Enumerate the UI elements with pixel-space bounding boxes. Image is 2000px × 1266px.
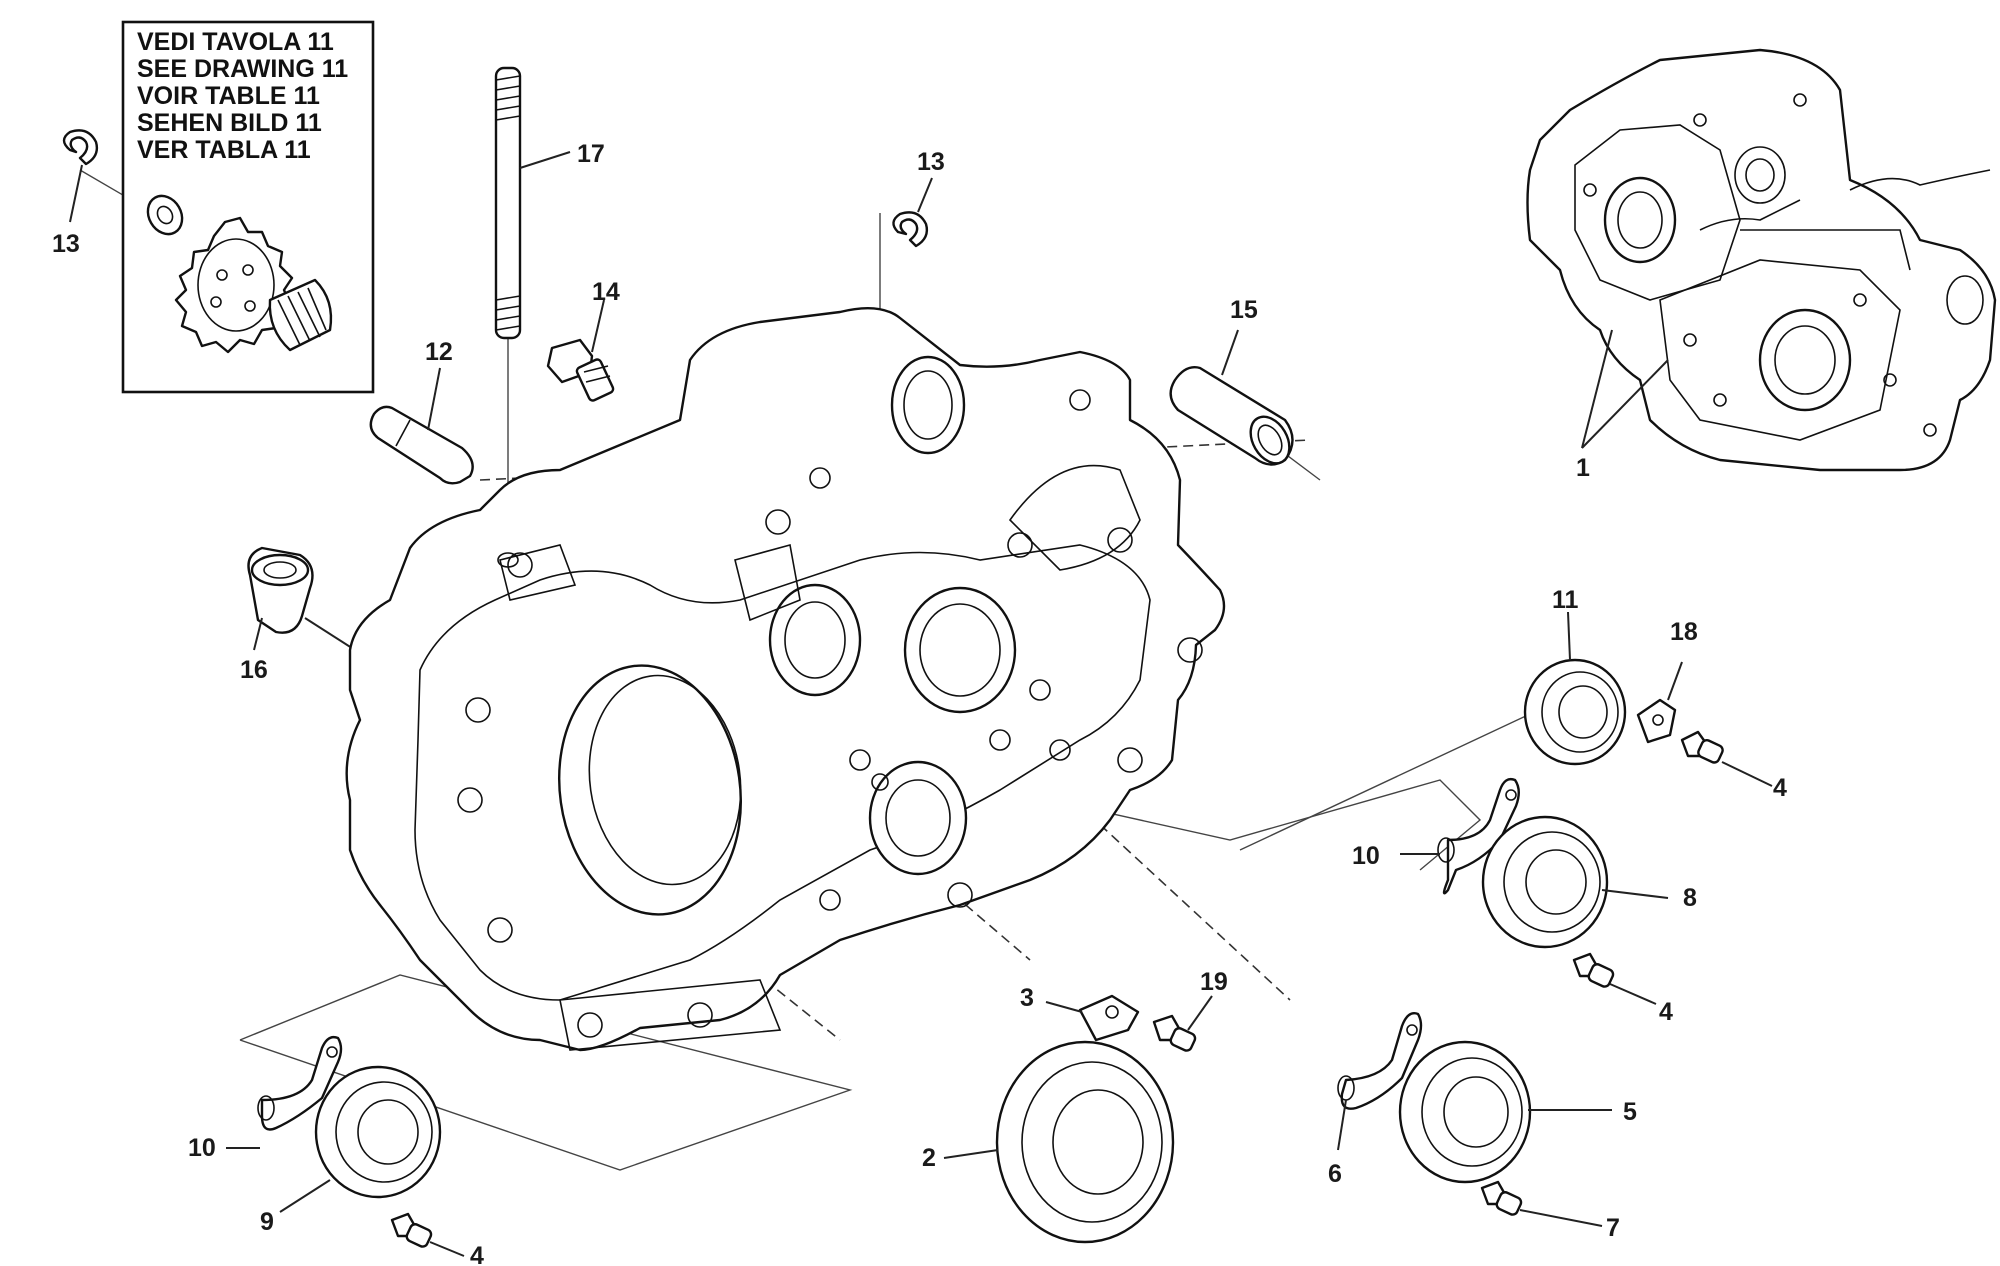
stud-bolt [494, 66, 522, 340]
temperature-sensor [546, 338, 615, 402]
sprocket-gear [174, 216, 294, 354]
callout-19: 19 [1200, 968, 1228, 996]
callout-10-left: 10 [188, 1134, 216, 1162]
lock-bracket-3 [1078, 994, 1140, 1042]
bushing-15 [1169, 366, 1294, 466]
callout-7: 7 [1606, 1214, 1620, 1242]
callout-12: 12 [425, 338, 453, 366]
crankcase-assembly-view [1526, 48, 1997, 472]
callout-4-right-top: 4 [1773, 774, 1787, 802]
bearing-8 [1481, 815, 1609, 949]
retainer-plate-10-right [1437, 777, 1520, 895]
callout-4-bottom-left: 4 [470, 1242, 484, 1266]
circlip-center [892, 211, 929, 248]
note-line-3: VOIR TABLE 11 [137, 82, 320, 110]
screw-7 [1480, 1180, 1523, 1216]
bearing-11 [1523, 658, 1627, 766]
circlip-left [62, 129, 99, 166]
callout-4-right-mid: 4 [1659, 998, 1673, 1026]
callout-3: 3 [1020, 984, 1034, 1012]
note-line-5: VER TABLA 11 [137, 136, 311, 164]
needle-bearing [268, 278, 333, 352]
callout-13-center: 13 [917, 148, 945, 176]
note-line-2: SEE DRAWING 11 [137, 55, 348, 83]
bearing-5 [1398, 1040, 1532, 1184]
callout-1: 1 [1576, 454, 1590, 482]
callout-8: 8 [1683, 884, 1697, 912]
screw-19 [1152, 1014, 1197, 1052]
note-line-4: SEHEN BILD 11 [137, 109, 322, 137]
callout-5: 5 [1623, 1098, 1637, 1126]
screw-4-bottom-left [390, 1212, 433, 1248]
reference-note-box: VEDI TAVOLA 11 SEE DRAWING 11 VOIR TABLE… [121, 20, 375, 394]
callout-14: 14 [592, 278, 620, 306]
callout-17: 17 [577, 140, 605, 168]
dowel-pin [369, 405, 474, 485]
callout-15: 15 [1230, 296, 1258, 324]
callout-2: 2 [922, 1144, 936, 1172]
retainer-plate-10-left [257, 1035, 343, 1131]
note-line-1: VEDI TAVOLA 11 [137, 28, 334, 56]
callout-13-left: 13 [52, 230, 80, 258]
crankcase-half [345, 307, 1226, 1052]
callout-11: 11 [1552, 586, 1579, 614]
bushing-16 [247, 546, 314, 634]
callout-16: 16 [240, 656, 268, 684]
screw-4-right-mid [1572, 952, 1615, 988]
callout-6: 6 [1328, 1160, 1342, 1188]
callout-10-right: 10 [1352, 842, 1380, 870]
bearing-9 [314, 1065, 442, 1199]
callout-18: 18 [1670, 618, 1698, 646]
bearing-2 [995, 1040, 1175, 1244]
lock-bracket-18 [1636, 698, 1677, 744]
callout-9: 9 [260, 1208, 274, 1236]
screw-4-right-top [1680, 730, 1724, 764]
